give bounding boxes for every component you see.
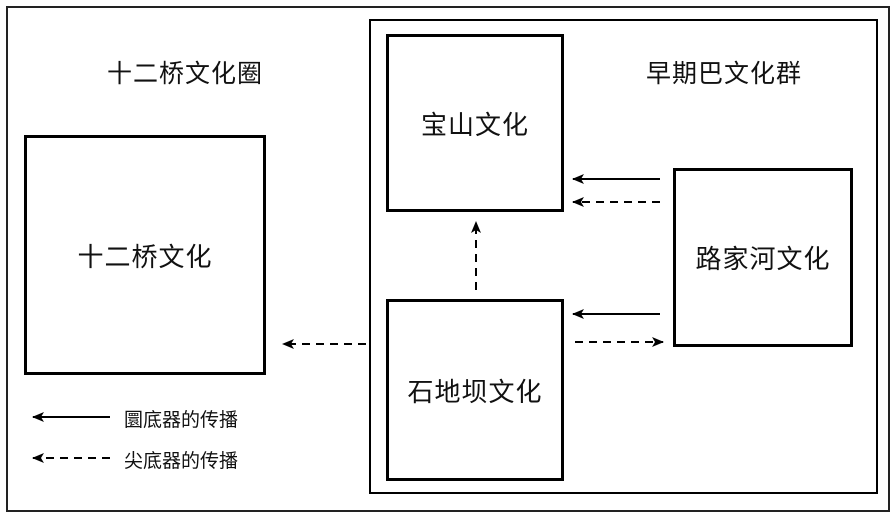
shierqiao-culture-label: 十二桥文化 xyxy=(77,242,213,273)
shidiba-culture-label: 石地坝文化 xyxy=(407,377,543,408)
early-ba-culture-frame xyxy=(369,19,878,494)
legend-dashed-label: 尖底器的传播 xyxy=(124,450,239,472)
lujiahe-culture-label: 路家河文化 xyxy=(695,245,831,275)
outer-frame xyxy=(6,6,890,512)
baoshan-culture-box: 宝山文化 xyxy=(386,34,564,212)
shierqiao-circle-title: 十二桥文化圈 xyxy=(107,59,264,88)
early-ba-group-title: 早期巴文化群 xyxy=(646,59,803,88)
baoshan-culture-label: 宝山文化 xyxy=(420,110,529,141)
shierqiao-culture-box: 十二桥文化 xyxy=(24,135,266,375)
legend-solid-label: 圜底器的传播 xyxy=(124,409,239,431)
lujiahe-culture-box: 路家河文化 xyxy=(673,168,853,347)
shidiba-culture-box: 石地坝文化 xyxy=(386,299,564,481)
